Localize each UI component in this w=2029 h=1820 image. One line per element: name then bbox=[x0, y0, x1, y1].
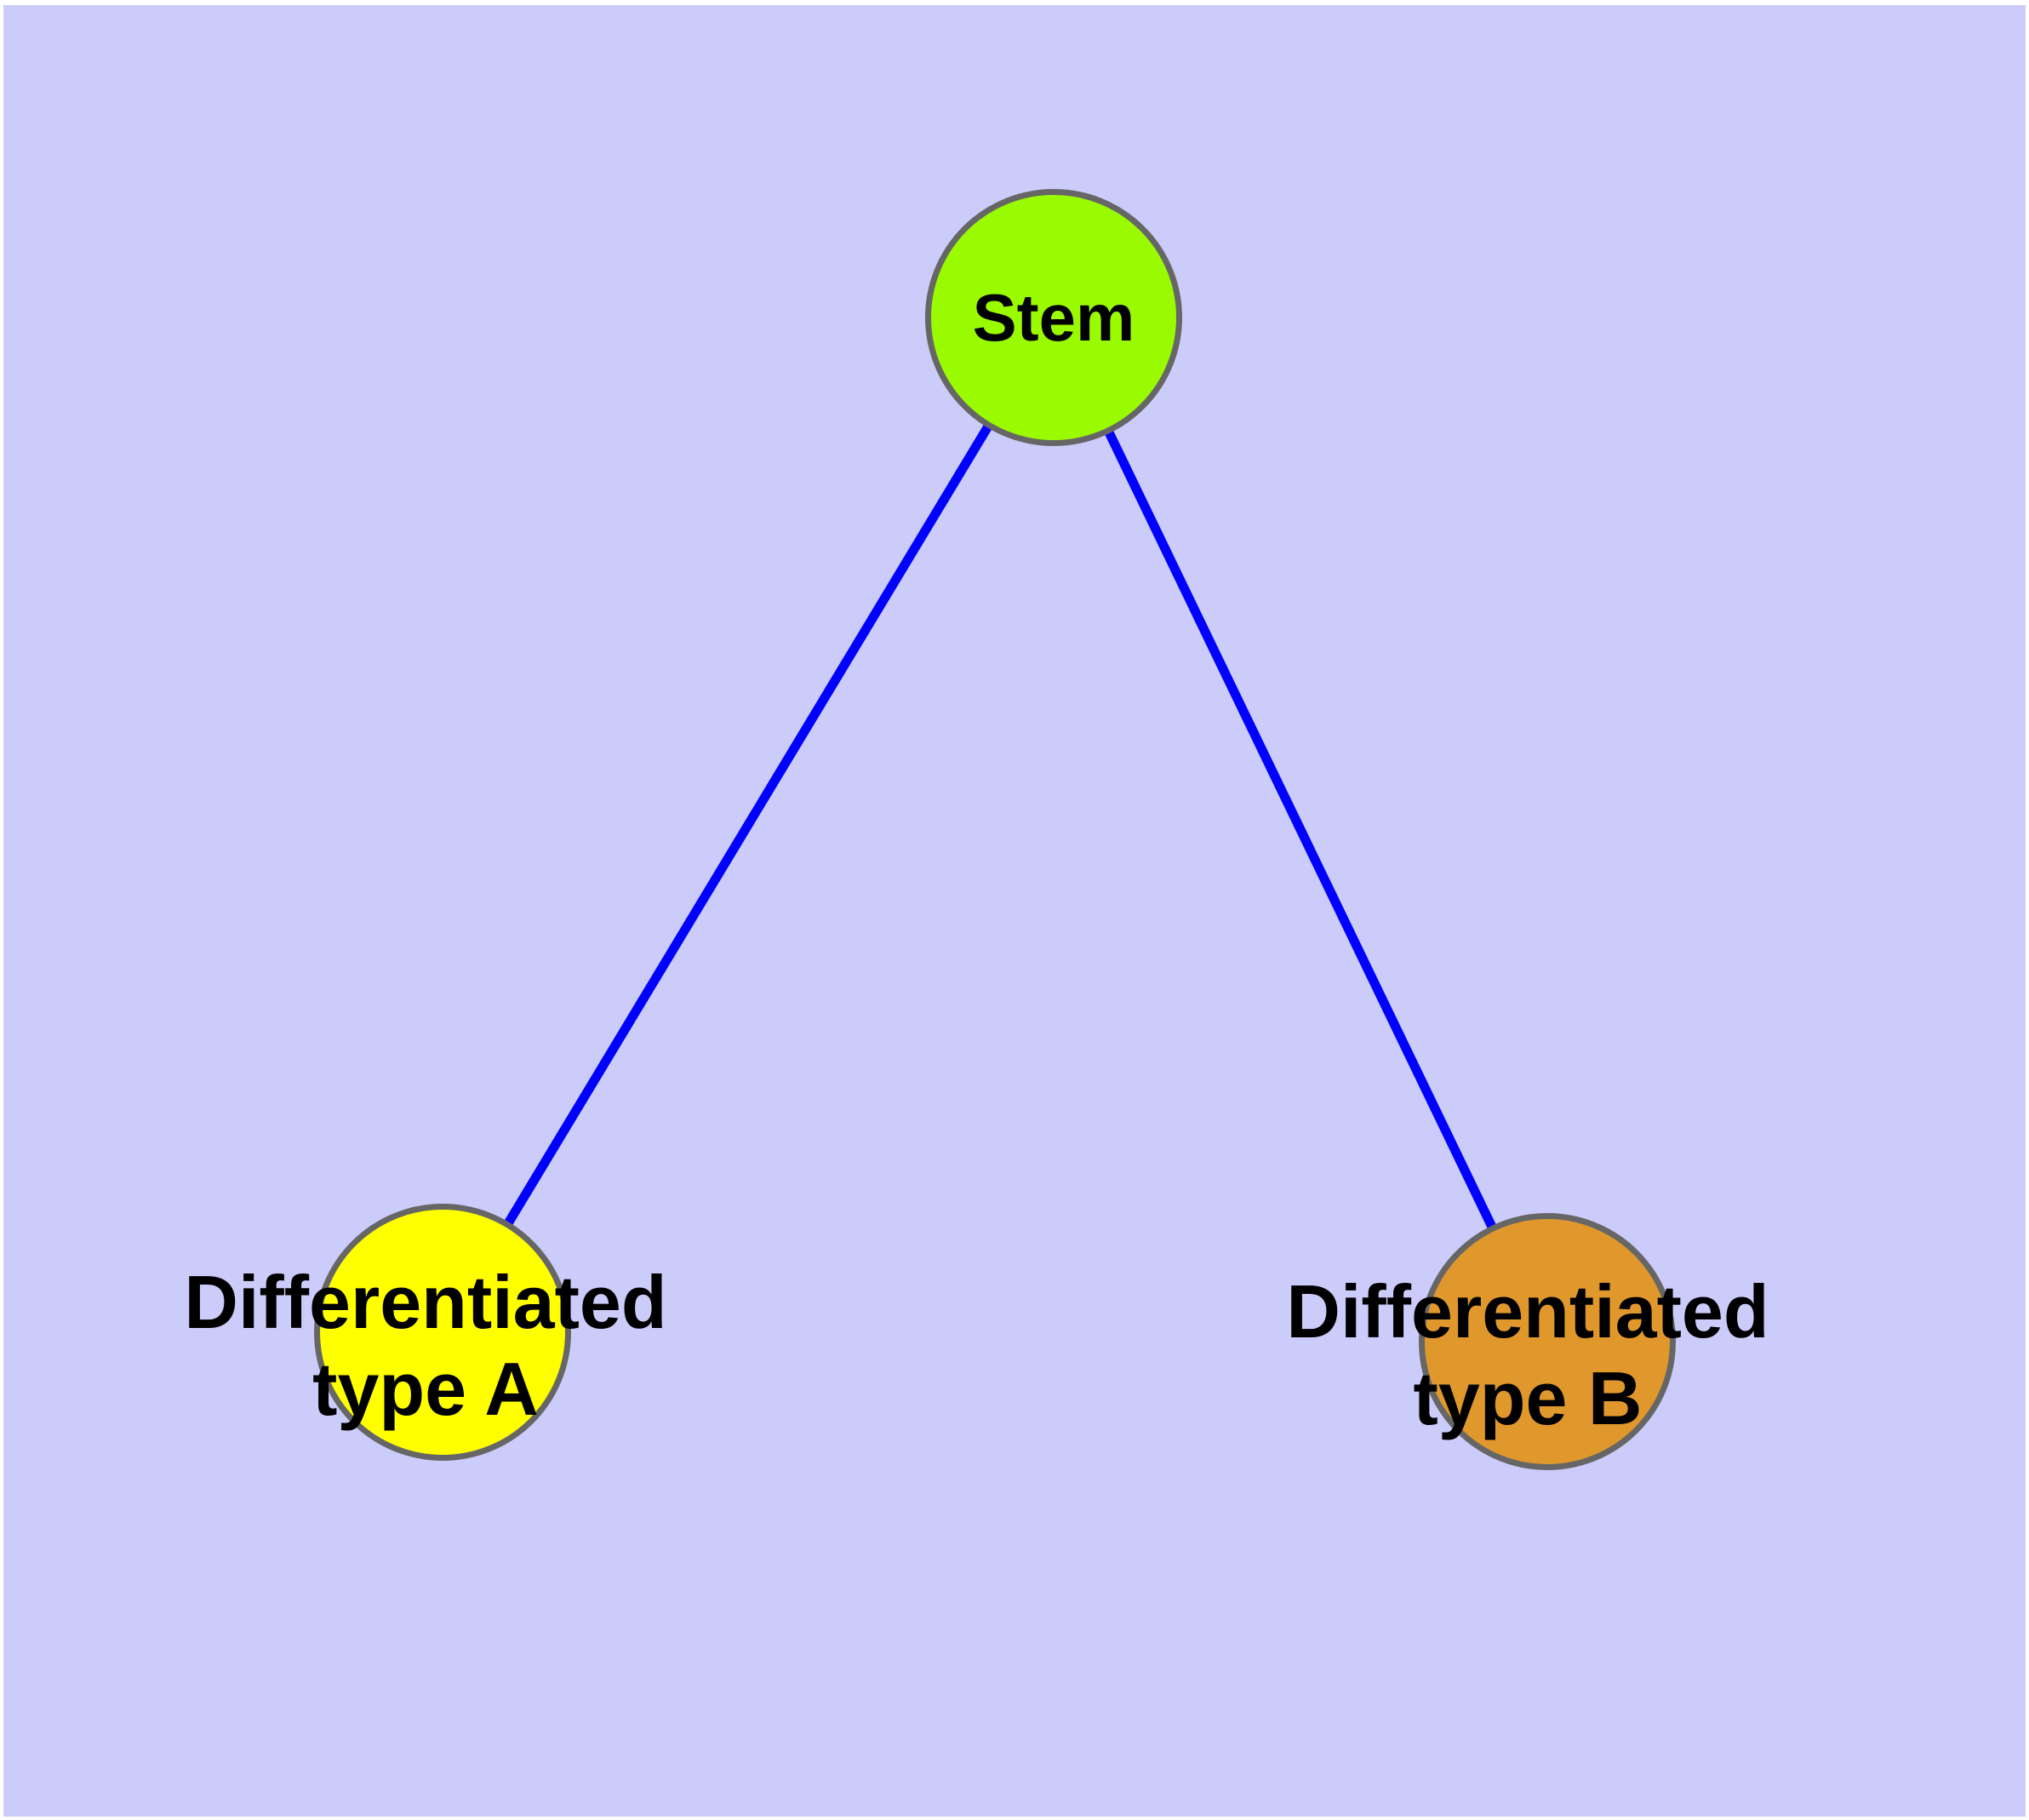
graph-node-stem[interactable] bbox=[925, 189, 1182, 446]
diagram-plot-area: Stem Differentiated type A Differentiate… bbox=[3, 5, 2026, 1817]
edges-group bbox=[503, 422, 1498, 1231]
graph-node-diff-b[interactable] bbox=[1419, 1213, 1676, 1470]
graph-svg bbox=[314, 189, 1676, 1470]
graph-edge bbox=[503, 422, 993, 1228]
graph-node-diff-a[interactable] bbox=[314, 1204, 571, 1461]
nodes-group bbox=[314, 189, 1676, 1470]
graph-edge bbox=[1103, 428, 1498, 1231]
